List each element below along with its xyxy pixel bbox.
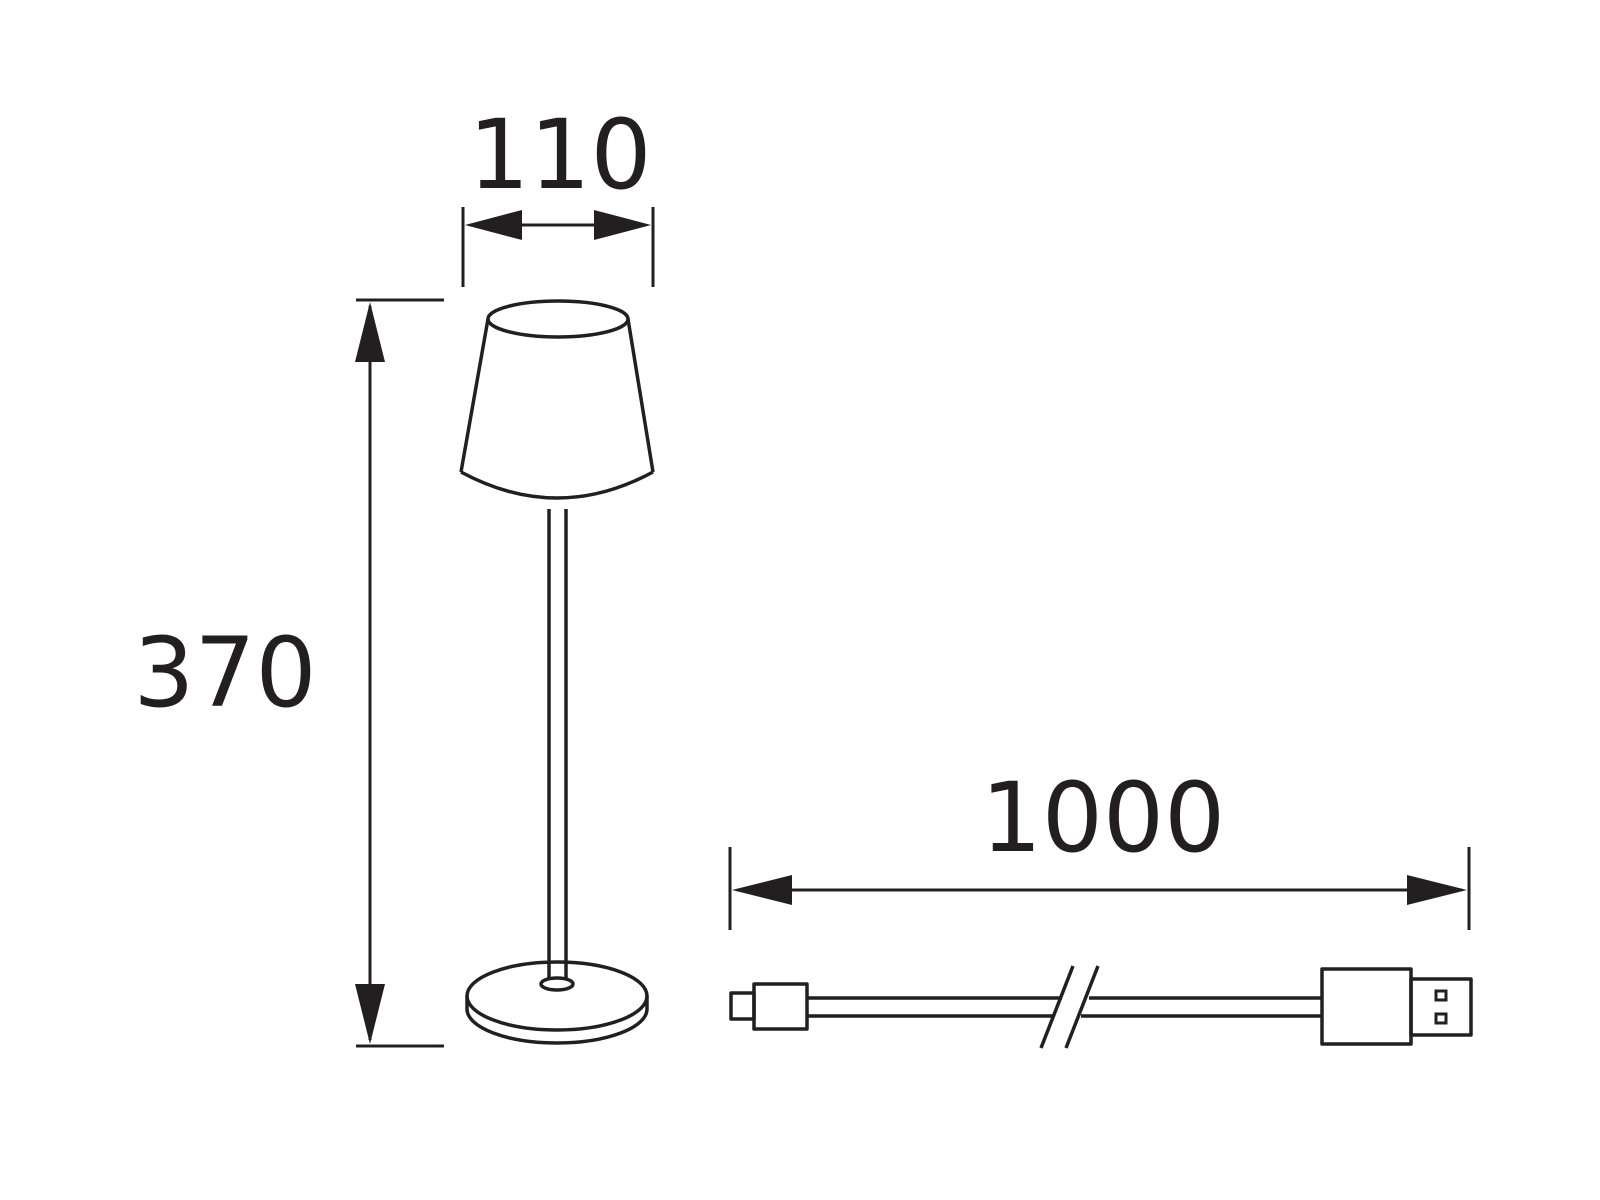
- width-label: 110: [468, 99, 651, 211]
- usb-pin-icon: [1434, 1012, 1448, 1025]
- usb-pin-icon: [1434, 989, 1448, 1002]
- arrow-left-icon: [465, 210, 522, 240]
- table-lamp-icon: [459, 299, 655, 1045]
- arrow-left-icon: [732, 875, 792, 905]
- arrow-right-icon: [1407, 875, 1467, 905]
- cable-length-label: 1000: [981, 762, 1225, 874]
- lamp-stem: [539, 509, 575, 992]
- usb-a-connector-icon: [1320, 967, 1413, 1046]
- cable-length-dimension: 1000: [728, 762, 1471, 930]
- micro-usb-tip-icon: [729, 991, 756, 1021]
- micro-usb-connector-icon: [752, 982, 809, 1031]
- arrow-up-icon: [355, 302, 385, 362]
- arrow-right-icon: [594, 210, 651, 240]
- break-mark-icon: [1039, 965, 1075, 1049]
- height-dimension: 370: [133, 298, 444, 1048]
- lamp-shade: [459, 299, 655, 500]
- break-mark-icon: [1064, 965, 1100, 1049]
- arrow-down-icon: [355, 984, 385, 1044]
- height-label: 370: [133, 617, 316, 729]
- usb-a-plug-icon: [1409, 977, 1473, 1037]
- lamp-base: [465, 960, 649, 1045]
- usb-cable-icon: [729, 965, 1473, 1049]
- width-dimension: 110: [461, 99, 655, 287]
